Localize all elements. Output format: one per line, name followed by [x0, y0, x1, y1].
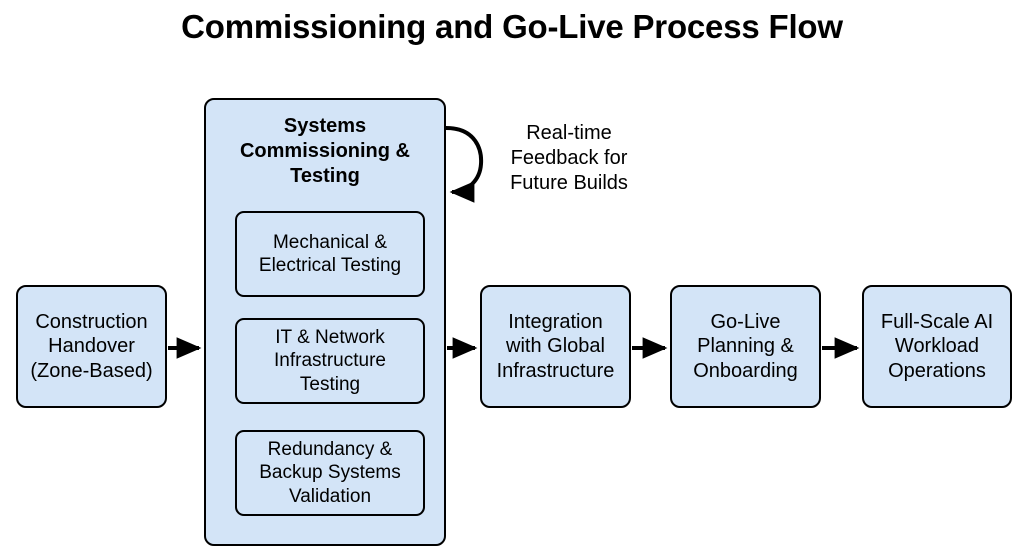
label-line-1: Construction [35, 310, 148, 333]
node-golive-planning-onboarding[interactable]: Go-Live Planning & Onboarding [670, 285, 821, 408]
edge-label-realtime-feedback: Real-time Feedback for Future Builds [489, 121, 649, 195]
label-line-3: Infrastructure [496, 359, 615, 382]
label-line-3: Validation [288, 485, 372, 507]
label-line-1: Redundancy & [267, 439, 393, 461]
group-title-line-2: Commissioning & [239, 139, 410, 162]
node-fullscale-ai-workload-operations[interactable]: Full-Scale AI Workload Operations [862, 285, 1012, 408]
group-systems-commissioning-title: Systems Commissioning & Testing [204, 114, 446, 188]
page-title: Commissioning and Go-Live Process Flow [181, 8, 843, 45]
node-golive-planning-onboarding-label: Go-Live Planning & Onboarding [687, 310, 804, 383]
label-line-1: Mechanical & [272, 231, 388, 253]
label-line-3: Onboarding [693, 359, 798, 382]
label-line-2: Handover [48, 335, 135, 358]
label-line-2: Infrastructure [274, 350, 386, 372]
node-redundancy-backup-systems-validation-label: Redundancy & Backup Systems Validation [253, 438, 407, 508]
label-line-2: Workload [894, 335, 980, 358]
label-line-3: (Zone-Based) [30, 359, 153, 382]
node-mechanical-electrical-testing[interactable]: Mechanical & Electrical Testing [235, 211, 425, 297]
label-line-1: Full-Scale AI [880, 310, 994, 333]
node-it-network-infrastructure-testing[interactable]: IT & Network Infrastructure Testing [235, 318, 425, 404]
label-line-1: Go-Live [710, 310, 781, 333]
loop-label-line-1: Real-time [526, 122, 612, 144]
label-line-2: Backup Systems [259, 462, 401, 484]
node-redundancy-backup-systems-validation[interactable]: Redundancy & Backup Systems Validation [235, 430, 425, 516]
loop-label-line-2: Feedback for [510, 146, 628, 169]
node-fullscale-ai-workload-operations-label: Full-Scale AI Workload Operations [875, 310, 999, 383]
label-line-3: Operations [888, 359, 986, 382]
group-title-line-3: Testing [290, 164, 360, 187]
label-line-1: IT & Network [275, 327, 385, 349]
node-integration-global-infrastructure-label: Integration with Global Infrastructure [491, 310, 621, 383]
node-it-network-infrastructure-testing-label: IT & Network Infrastructure Testing [268, 326, 392, 396]
loop-label-line-3: Future Builds [510, 171, 628, 194]
edge-systems-self-loop [445, 126, 484, 203]
label-line-2: with Global [506, 335, 605, 358]
label-line-3: Testing [299, 373, 361, 395]
label-line-2: Planning & [697, 335, 794, 358]
label-line-2: Electrical Testing [258, 255, 402, 276]
group-title-line-1: Systems [283, 115, 367, 137]
node-construction-handover[interactable]: Construction Handover (Zone-Based) [16, 285, 167, 408]
node-mechanical-electrical-testing-label: Mechanical & Electrical Testing [253, 231, 407, 277]
node-construction-handover-label: Construction Handover (Zone-Based) [24, 310, 158, 383]
node-integration-global-infrastructure[interactable]: Integration with Global Infrastructure [480, 285, 631, 408]
label-line-1: Integration [508, 310, 603, 333]
